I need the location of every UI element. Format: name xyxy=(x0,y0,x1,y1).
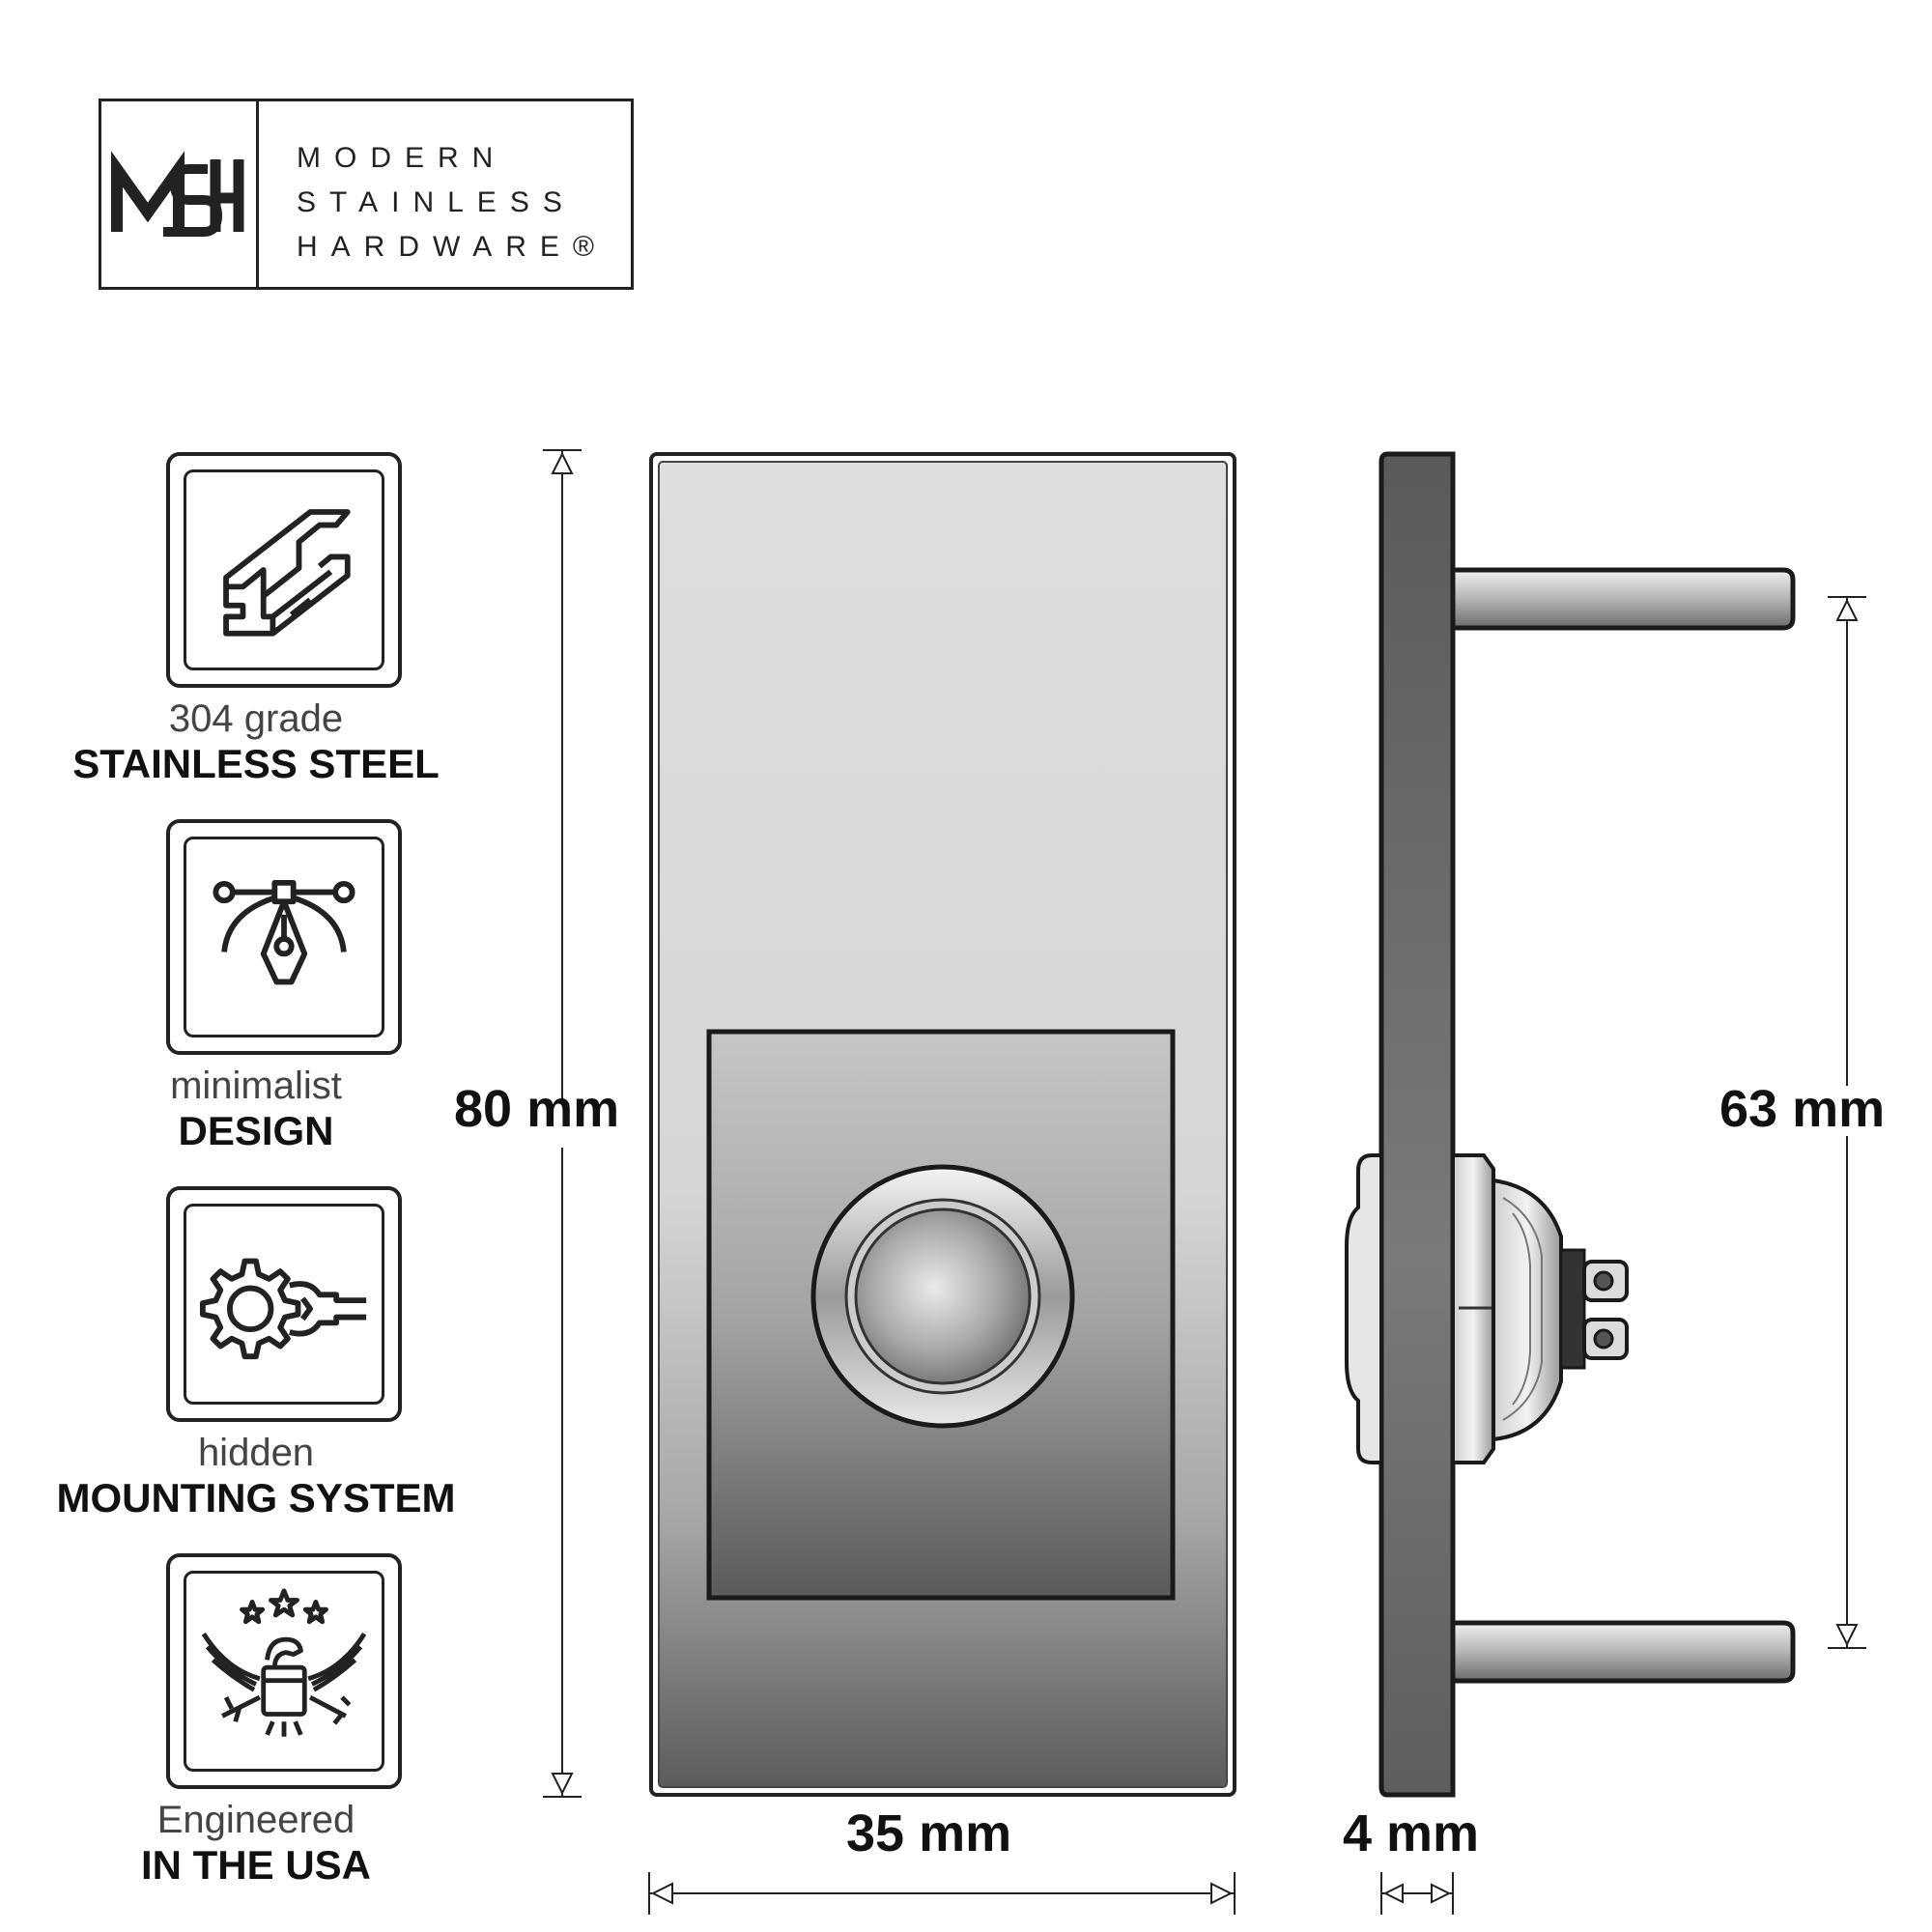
eagle-emblem-badge xyxy=(166,1553,402,1789)
brand-line-2: STAINLESS xyxy=(297,186,576,218)
feature-sub-label: minimalist xyxy=(170,1065,342,1107)
msh-monogram-icon xyxy=(111,151,244,237)
gear-wrench-icon xyxy=(199,1258,367,1360)
mounting-post-bottom xyxy=(1450,1620,1796,1684)
mounting-post-top xyxy=(1450,567,1796,631)
post-spacing-dimension-label: 63 mm xyxy=(1719,1080,1886,1138)
steel-beam-icon xyxy=(223,509,351,637)
pen-tool-badge xyxy=(166,819,402,1055)
eagle-emblem-icon xyxy=(201,1588,367,1737)
brand-name: MODERN STAINLESS HARDWARE® xyxy=(297,136,608,270)
side-plate xyxy=(1378,451,1456,1798)
brand-line-1: MODERN xyxy=(297,142,507,174)
feature-main-label: DESIGN xyxy=(178,1108,334,1153)
feature-design: minimalist DESIGN xyxy=(29,819,483,1167)
feature-stainless-steel: 304 grade STAINLESS STEEL xyxy=(29,452,483,800)
height-dimension-label: 80 mm xyxy=(454,1080,620,1138)
depth-dimension-label: 4 mm xyxy=(1343,1804,1480,1862)
brand-logo: MODERN STAINLESS HARDWARE® xyxy=(99,99,634,290)
push-button xyxy=(854,1208,1032,1385)
feature-sub-label: Engineered xyxy=(156,1799,355,1841)
button-cap-profile xyxy=(1345,1153,1383,1464)
wire-terminals xyxy=(1582,1260,1629,1360)
feature-main-label: STAINLESS STEEL xyxy=(72,741,440,786)
feature-main-label: MOUNTING SYSTEM xyxy=(56,1475,456,1520)
front-plate xyxy=(649,452,1236,1797)
steel-beam-badge xyxy=(166,452,402,688)
switch-body xyxy=(1492,1178,1563,1442)
feature-mounting-system: hidden MOUNTING SYSTEM xyxy=(29,1186,483,1534)
feature-made-in-usa: Engineered IN THE USA xyxy=(29,1553,483,1901)
dimension-lines xyxy=(543,449,1866,1915)
brand-line-3: HARDWARE® xyxy=(297,231,608,263)
width-dimension-label: 35 mm xyxy=(846,1804,1012,1862)
gear-wrench-badge xyxy=(166,1186,402,1422)
pen-tool-icon xyxy=(213,880,355,985)
feature-sub-label: hidden xyxy=(197,1432,315,1474)
feature-sub-label: 304 grade xyxy=(168,697,344,740)
feature-main-label: IN THE USA xyxy=(140,1842,371,1888)
side-profile xyxy=(1345,451,1796,1798)
logo-divider xyxy=(256,101,259,287)
